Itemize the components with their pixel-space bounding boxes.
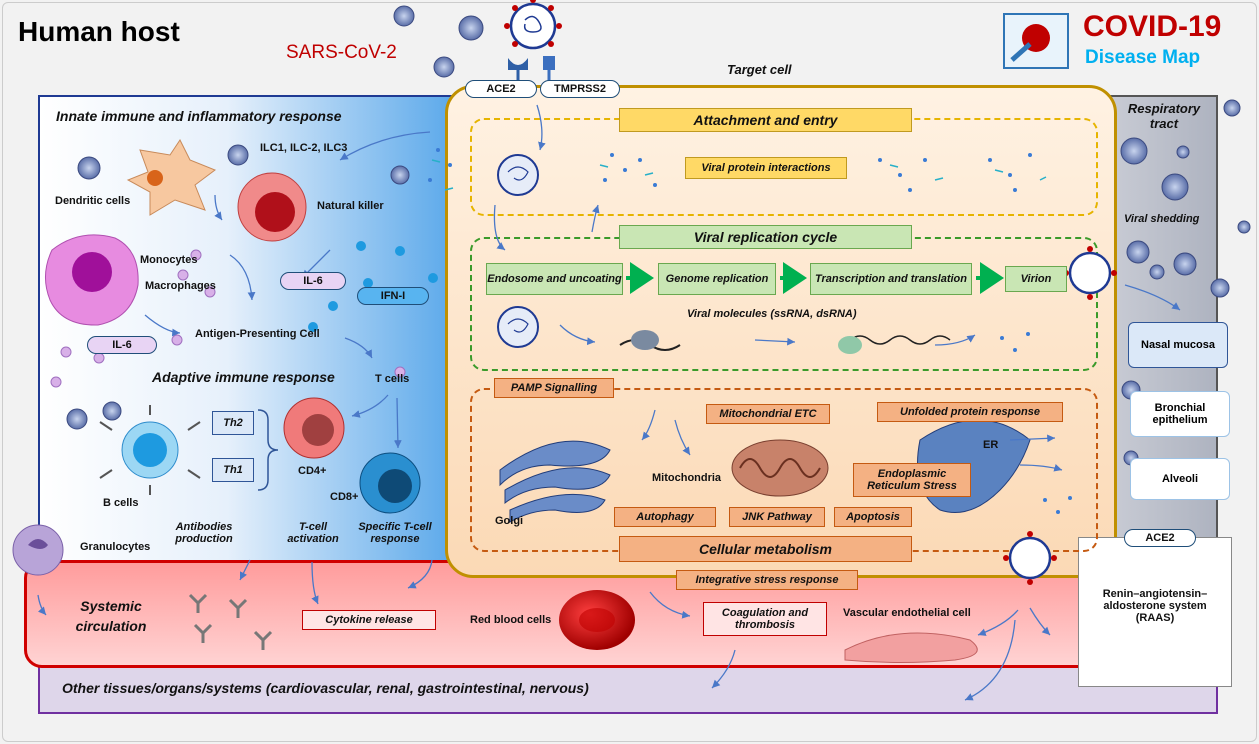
il6-badge-a: IL-6 bbox=[280, 272, 346, 290]
ifn-badge: IFN-I bbox=[357, 287, 429, 305]
jnk-badge: JNK Pathway bbox=[729, 507, 825, 527]
antibodies-label: Antibodies production bbox=[175, 521, 233, 545]
mito-etc-badge: Mitochondrial ETC bbox=[706, 404, 830, 424]
th2-badge: Th2 bbox=[212, 411, 254, 435]
viral-molecules-label: Viral molecules (ssRNA, dsRNA) bbox=[687, 308, 857, 320]
specific-tcell-label: Specific T-cell response bbox=[358, 521, 432, 545]
adaptive-title: Adaptive immune response bbox=[152, 369, 335, 385]
logo-subtitle: Disease Map bbox=[1085, 47, 1201, 68]
il6-badge-b: IL-6 bbox=[87, 336, 157, 354]
golgi-label: Golgi bbox=[495, 515, 524, 527]
transcription-step: Transcription and translation bbox=[810, 263, 972, 295]
dendritic-label: Dendritic cells bbox=[55, 195, 131, 207]
vascular-label: Vascular endothelial cell bbox=[843, 607, 971, 619]
th1-badge: Th1 bbox=[212, 458, 254, 482]
apoptosis-badge: Apoptosis bbox=[834, 507, 912, 527]
ace2-receptor-label: ACE2 bbox=[465, 80, 537, 98]
tcells-label: T cells bbox=[375, 373, 410, 385]
raas-box bbox=[1078, 537, 1232, 687]
innate-title: Innate immune and inflammatory response bbox=[56, 108, 342, 124]
genome-step: Genome replication bbox=[658, 263, 776, 295]
isr-badge: Integrative stress response bbox=[676, 570, 858, 590]
cd8-label: CD8+ bbox=[330, 491, 359, 503]
alveoli-box: Alveoli bbox=[1130, 458, 1230, 500]
pamp-badge: PAMP Signalling bbox=[494, 378, 614, 398]
ers-badge: Endoplasmic Reticulum Stress bbox=[853, 463, 971, 497]
monocytes-label: Monocytes bbox=[140, 254, 198, 266]
ilc-label: ILC1, ILC-2, ILC3 bbox=[260, 142, 348, 154]
shedding-label: Viral shedding bbox=[1124, 213, 1200, 225]
cd4-label: CD4+ bbox=[298, 465, 327, 477]
bronchial-box: Bronchial epithelium bbox=[1130, 391, 1230, 437]
nasal-mucosa-box: Nasal mucosa bbox=[1128, 322, 1228, 368]
ace2-side-label: ACE2 bbox=[1124, 529, 1196, 547]
nk-label: Natural killer bbox=[317, 200, 384, 212]
endosome-step: Endosome and uncoating bbox=[486, 263, 623, 295]
virus-label: SARS-CoV-2 bbox=[286, 42, 397, 63]
target-cell-label: Target cell bbox=[727, 62, 792, 77]
attachment-title: Attachment and entry bbox=[619, 108, 912, 132]
autophagy-badge: Autophagy bbox=[614, 507, 716, 527]
tmprss2-receptor-label: TMPRSS2 bbox=[540, 80, 620, 98]
er-label: ER bbox=[983, 439, 999, 451]
page-title: Human host bbox=[18, 16, 180, 47]
respiratory-title: Respiratory tract bbox=[1127, 101, 1201, 131]
metabolism-title: Cellular metabolism bbox=[619, 536, 912, 562]
raas-label: Renin–angiotensin–aldosterone system (RA… bbox=[1102, 588, 1208, 624]
macrophages-label: Macrophages bbox=[145, 280, 216, 292]
apc-label: Antigen-Presenting Cell bbox=[195, 328, 320, 340]
cytokine-badge: Cytokine release bbox=[302, 610, 436, 630]
replication-title: Viral replication cycle bbox=[619, 225, 912, 249]
virion-step: Virion bbox=[1005, 266, 1067, 292]
mitochondria-label: Mitochondria bbox=[652, 472, 722, 484]
tcell-activation-label: T-cell activation bbox=[287, 521, 339, 545]
logo-title: COVID-19 bbox=[1083, 10, 1222, 43]
systemic-label: Systemic circulation bbox=[75, 598, 147, 634]
granulocytes-label: Granulocytes bbox=[80, 541, 151, 553]
other-tissues-label: Other tissues/organs/systems (cardiovasc… bbox=[62, 680, 589, 696]
viral-protein-label: Viral protein interactions bbox=[685, 157, 847, 179]
coag-badge: Coagulation and thrombosis bbox=[703, 602, 827, 636]
upr-badge: Unfolded protein response bbox=[877, 402, 1063, 422]
rbc-label: Red blood cells bbox=[470, 614, 552, 626]
bcells-label: B cells bbox=[103, 497, 139, 509]
